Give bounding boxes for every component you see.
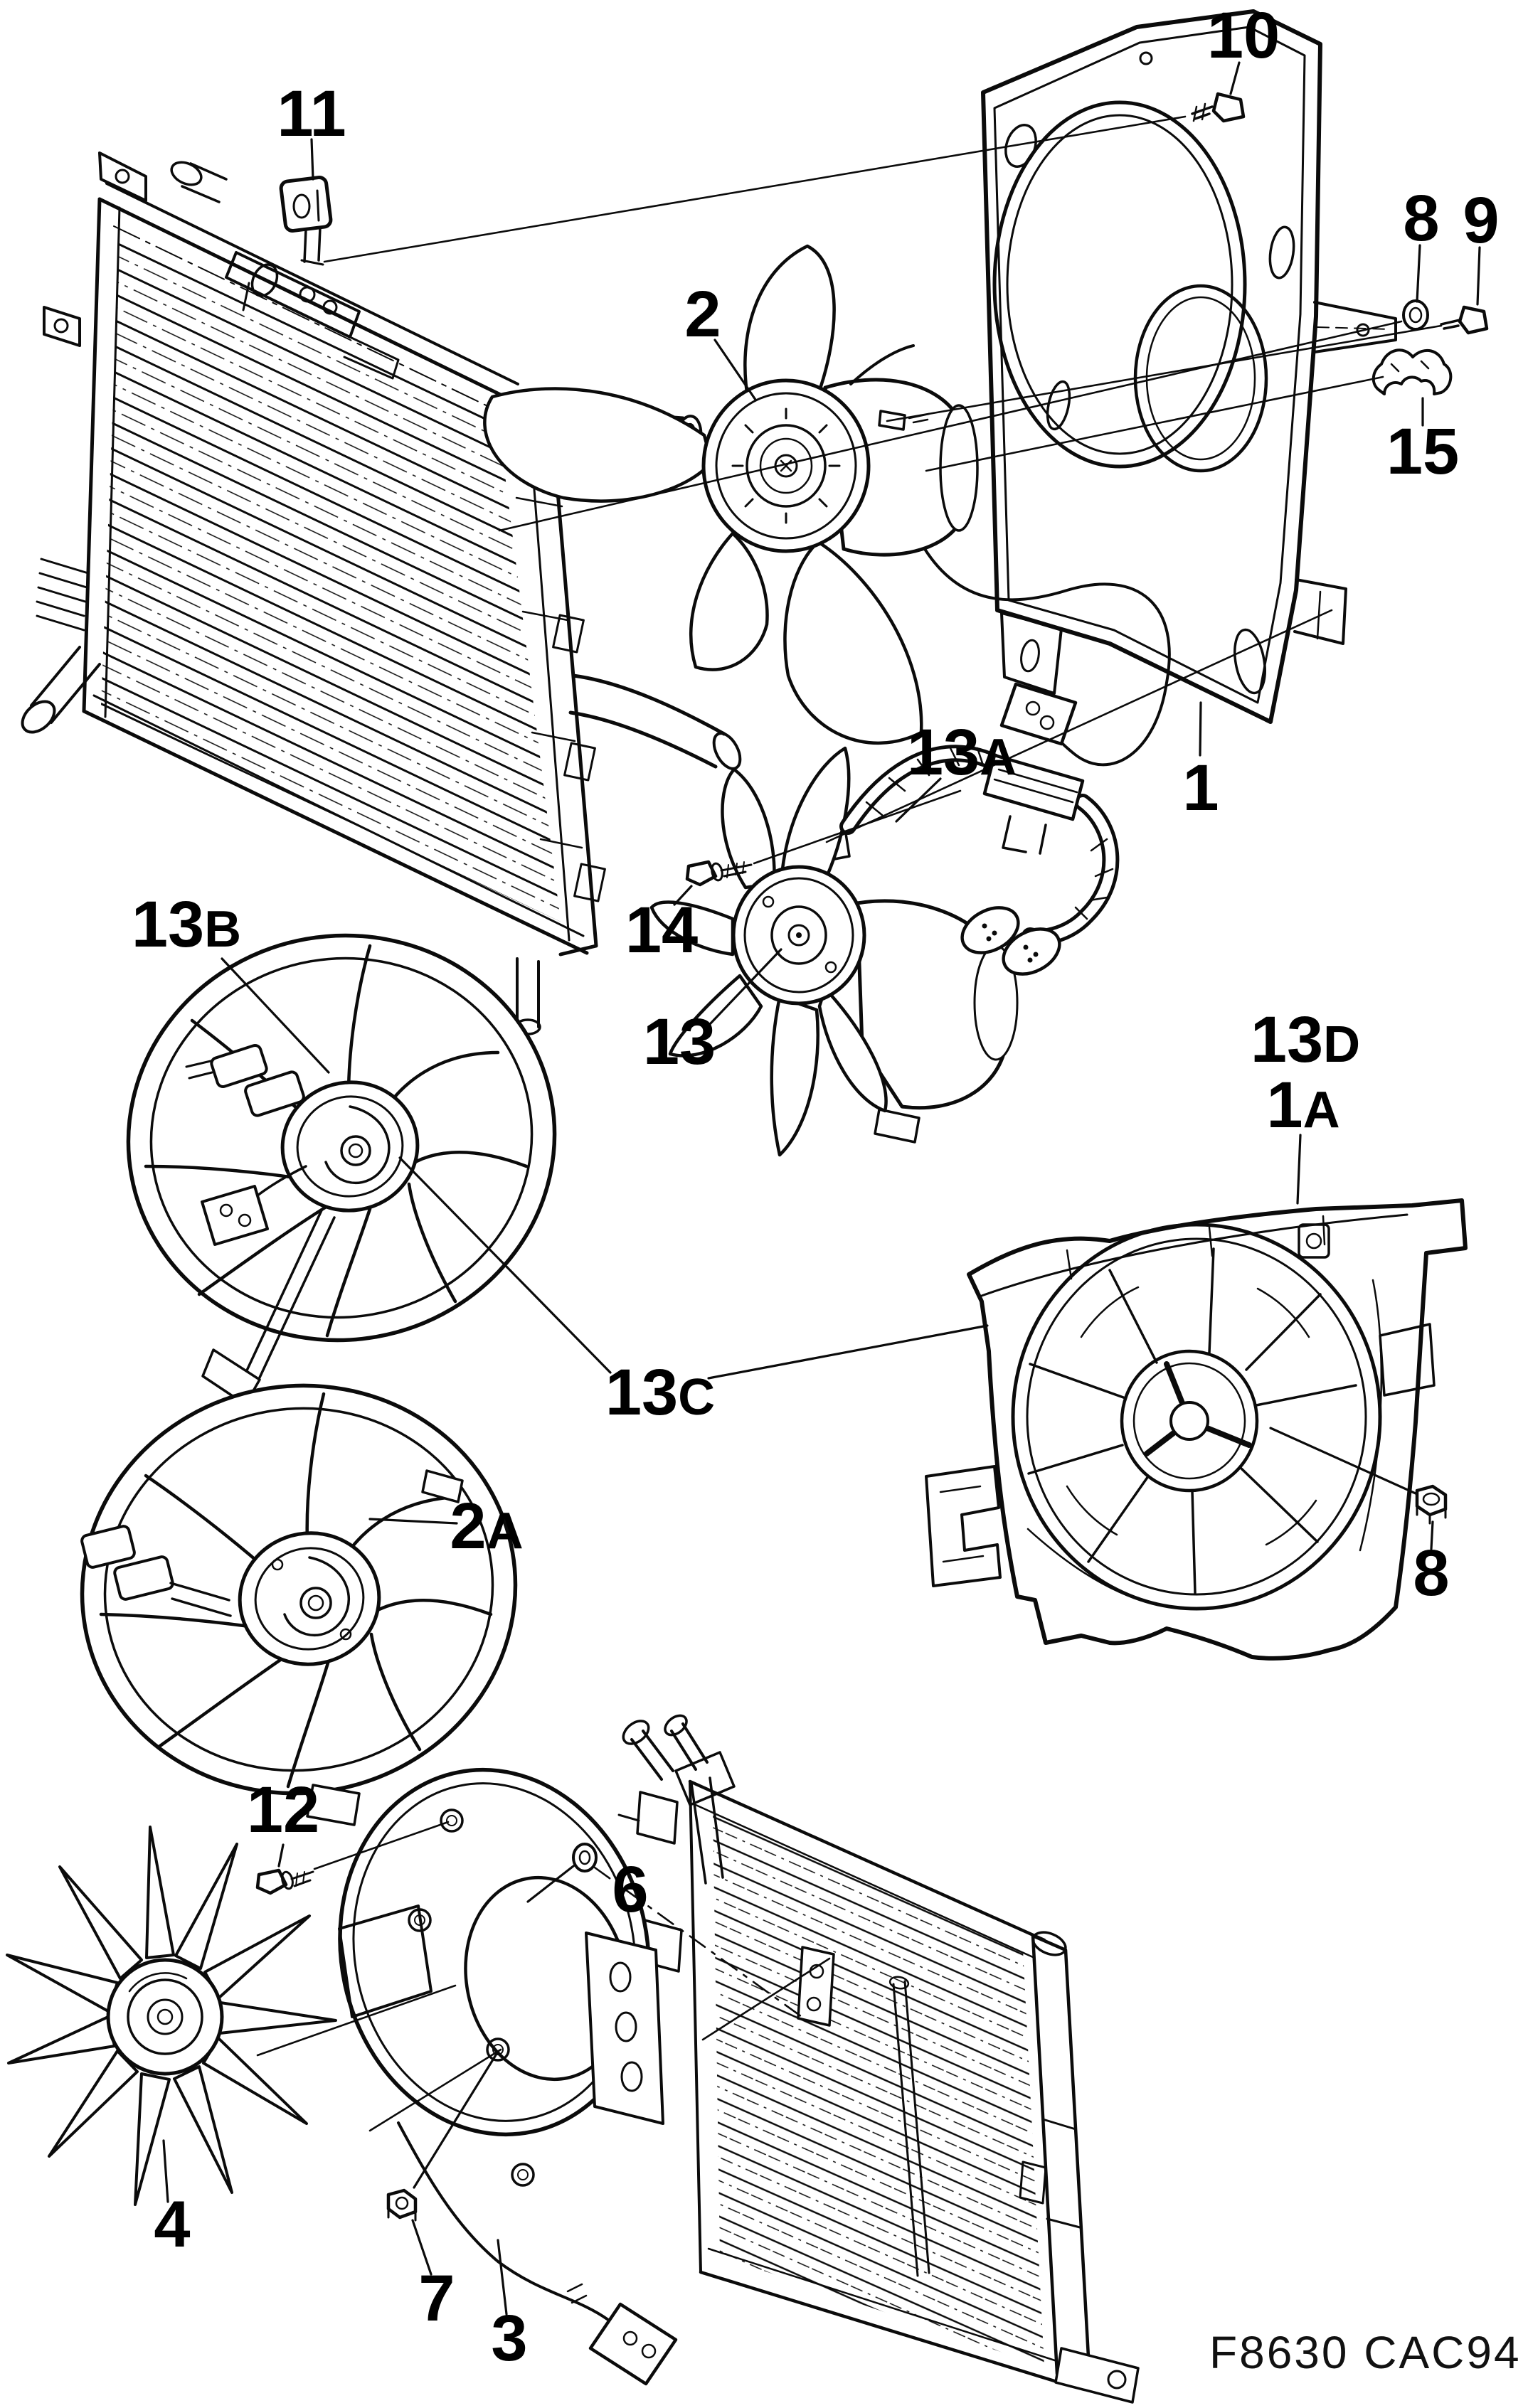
callout-2a: 2A [450,1490,523,1562]
ac-condenser [617,1714,1140,2404]
fan-2a-hub [238,1531,381,1666]
retaining-clip-15 [1372,348,1453,395]
callout-2: 2 [684,278,721,351]
housing-grommets [408,1808,535,2187]
callout-8-bottom: 8 [1413,1537,1449,1609]
alignment-lines [256,115,1443,2132]
callout-15: 15 [1386,415,1459,488]
fan-2-hub [701,378,871,553]
callout-13: 13 [643,1006,716,1078]
mounting-clip-11 [279,176,333,266]
callout-13d: 13D [1251,1003,1360,1076]
fan-shroud-13d [925,1198,1468,1661]
radiator-core-fins [101,235,561,922]
callout-4: 4 [154,2188,190,2261]
callout-8-top: 8 [1403,182,1439,255]
cooling-fan-13 [649,746,1019,1157]
fan-housing-3 [338,1767,678,2386]
fan-13b-harness [185,1043,336,1406]
cooling-fan-2a [80,1383,518,1826]
drawing-code: F8630 CAC94 [1209,2327,1522,2378]
shroud-1-fan-opening [992,100,1247,469]
callout-6: 6 [612,1853,648,1926]
washer-8 [1402,299,1429,331]
harness-connectors [960,906,1061,976]
callout-12: 12 [247,1774,319,1846]
resistor-harness-13a [839,745,1120,976]
callout-13c: 13C [605,1356,715,1429]
callout-11: 11 [277,78,346,150]
fan-2a-bracket [80,1469,464,1826]
leader-lines [162,61,1481,2316]
callout-9: 9 [1463,184,1499,257]
radiator-top-bracket [225,251,400,380]
shroud-13d-grille [1011,1222,1382,1611]
callout-13b: 13B [132,888,241,961]
condenser-bracket [797,1946,835,2027]
callout-3: 3 [491,2302,527,2375]
callout-7: 7 [418,2262,455,2335]
callout-10: 10 [1207,0,1280,72]
bolt-10 [1191,92,1246,123]
cooling-fan-13b [126,933,557,1406]
bolt-14 [685,860,753,887]
fan-2-cable [923,548,1171,767]
callout-14: 14 [625,894,698,966]
fan-resistor [982,753,1085,855]
bolt-9 [1440,305,1489,335]
condenser-core-fins [713,1808,1044,2367]
cooling-fan-4 [6,1826,337,2206]
radiator-lower-hose [571,673,726,736]
nut-7 [386,2188,418,2222]
callout-13a: 13A [907,716,1017,789]
fan-13-hub [731,865,866,1006]
housing-flange [585,1932,664,2125]
fan-2-connector [999,682,1078,746]
fan-4-hub [106,1958,224,2076]
callout-1a: 1A [1266,1069,1339,1141]
callout-labels: 11 10 8 9 15 2 1 13A 14 13 13B 13C 13D 1… [132,0,1500,2375]
nut-8 [1415,1484,1448,1525]
callout-1: 1 [1182,752,1219,824]
housing-connector [588,2302,678,2386]
fan-shroud-1 [981,9,1397,724]
fan-13b-hub [280,1080,420,1213]
nut-6 [572,1843,598,1872]
bolt-12 [255,1868,314,1895]
cooling-fan-2 [483,244,1171,767]
